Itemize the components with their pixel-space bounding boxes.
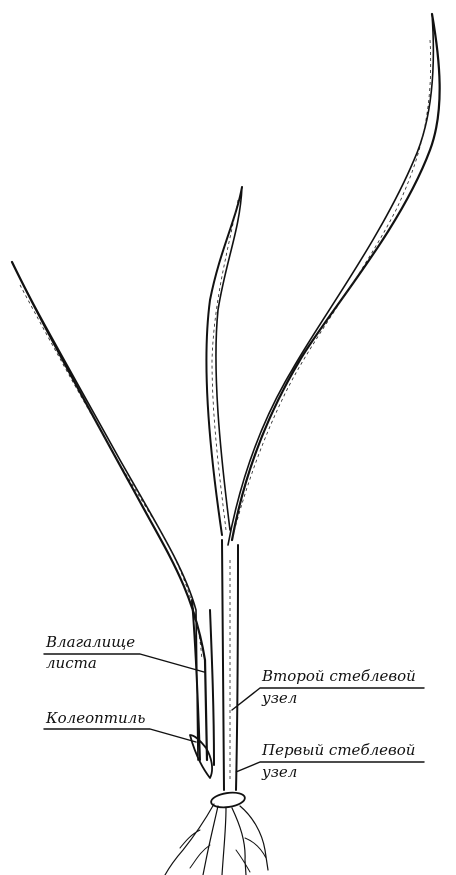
leader-second-node xyxy=(232,688,424,710)
label-first-node-1: Первый стеблевой xyxy=(261,741,415,759)
label-second-node-2: узел xyxy=(261,689,297,707)
label-leaf-sheath-1: Влагалище xyxy=(45,633,135,651)
labels: Влагалище листа Колеоптиль Второй стебле… xyxy=(45,633,416,781)
label-second-node-1: Второй стеблевой xyxy=(261,667,416,685)
right-leaf xyxy=(228,14,440,545)
leaf-sheath xyxy=(192,600,214,765)
middle-leaf xyxy=(206,187,242,535)
left-leaf xyxy=(12,262,207,760)
label-coleoptile: Колеоптиль xyxy=(45,709,145,727)
label-first-node-2: узел xyxy=(261,763,297,781)
stem xyxy=(222,540,238,790)
roots xyxy=(165,804,268,875)
leader-coleoptile xyxy=(44,729,196,742)
label-leaf-sheath-2: листа xyxy=(46,654,97,672)
